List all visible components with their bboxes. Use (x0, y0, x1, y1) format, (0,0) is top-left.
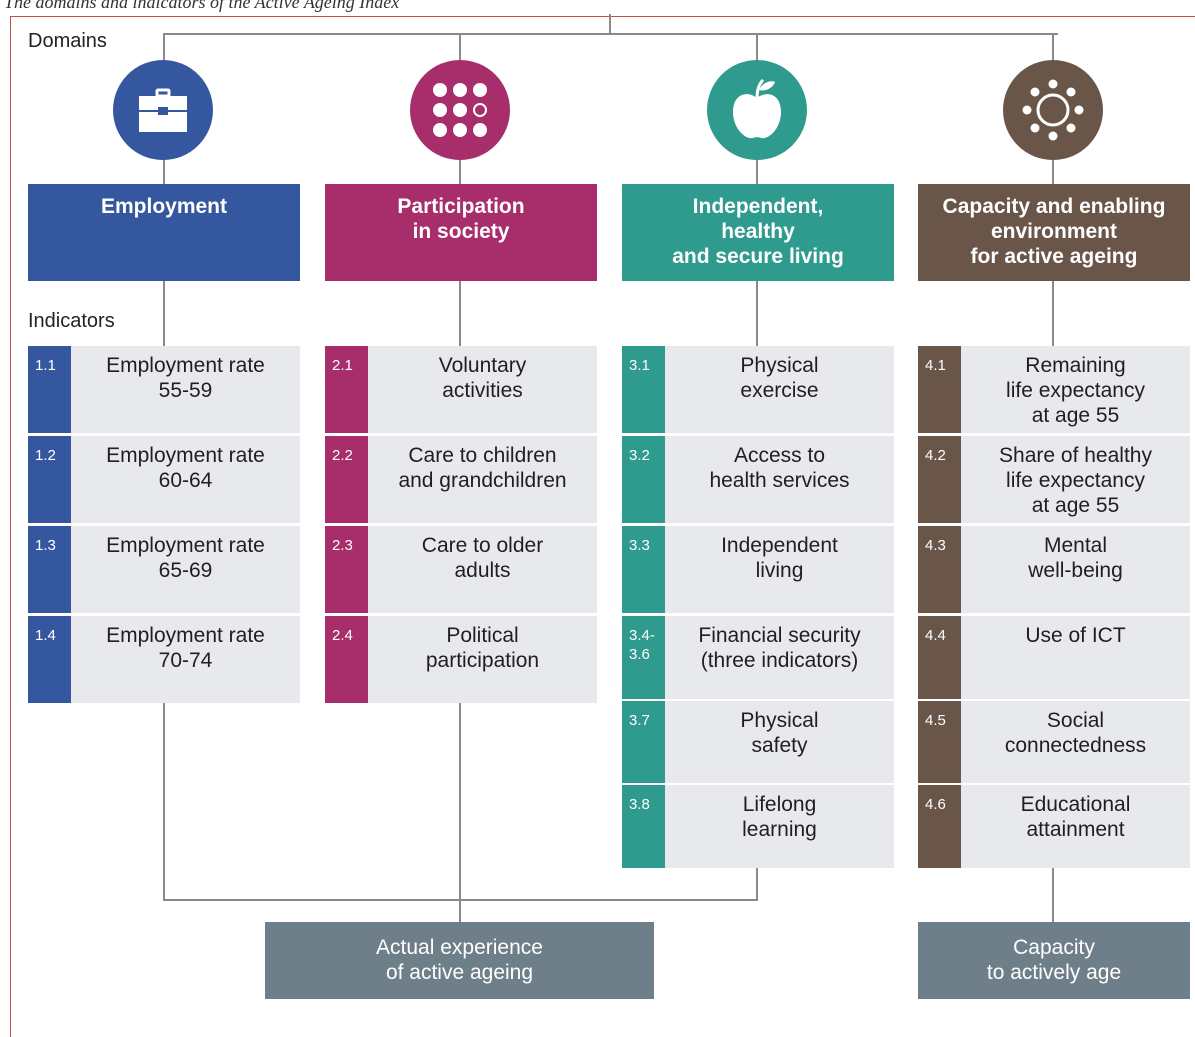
indicator-code: 3.3 (622, 526, 665, 613)
indicator-1-1: 1.1 Employment rate 55-59 (28, 346, 300, 433)
domain-independent-living: Independent, healthy and secure living (622, 184, 894, 281)
figure-frame (10, 16, 1195, 1037)
indicator-code: 4.2 (918, 436, 961, 523)
indicator-code: 4.1 (918, 346, 961, 433)
indicator-name: Share of healthy life expectancy at age … (999, 444, 1152, 517)
indicator-code: 1.2 (28, 436, 71, 523)
apple-icon (707, 60, 807, 160)
indicator-name: Remaining life expectancy at age 55 (1006, 354, 1145, 427)
indicator-code: 2.1 (325, 346, 368, 433)
indicator-code: 1.1 (28, 346, 71, 433)
connector-col3-bottom (756, 868, 758, 901)
indicator-code: 4.5 (918, 701, 961, 783)
indicator-2-2: 2.2 Care to children and grandchildren (325, 436, 597, 523)
indicator-name: Care to older adults (421, 534, 544, 582)
domain-title: Capacity and enabling environment for ac… (942, 195, 1166, 268)
indicator-code: 4.4 (918, 616, 961, 699)
domain-capacity: Capacity and enabling environment for ac… (918, 184, 1190, 281)
domain-title: Independent, healthy and secure living (672, 195, 844, 268)
connector-col1-bottom (163, 701, 165, 901)
indicator-name: Use of ICT (1025, 624, 1126, 647)
indicator-code: 2.3 (325, 526, 368, 613)
domain-title: Employment (100, 195, 228, 218)
connector-top-bar (163, 33, 1058, 35)
indicator-name: Educational attainment (1020, 793, 1131, 841)
indicator-code: 3.4- 3.6 (622, 616, 665, 699)
indicators-label: Indicators (28, 310, 115, 332)
domain-employment: Employment (28, 184, 300, 281)
indicator-code: 2.4 (325, 616, 368, 703)
outcome-capacity: Capacity to actively age (918, 922, 1190, 999)
briefcase-icon (113, 60, 213, 160)
indicator-3-8: 3.8 Lifelong learning (622, 785, 894, 868)
figure-caption: The domains and indicators of the Active… (4, 0, 400, 12)
connector-top-stem (609, 14, 611, 34)
indicator-3-1: 3.1 Physical exercise (622, 346, 894, 433)
indicator-3-2: 3.2 Access to health services (622, 436, 894, 523)
indicator-code: 3.2 (622, 436, 665, 523)
indicator-name: Independent living (721, 534, 838, 582)
indicator-code: 3.1 (622, 346, 665, 433)
outcome-actual-experience: Actual experience of active ageing (265, 922, 654, 999)
connector-col1-mid (163, 281, 165, 346)
indicator-code: 3.7 (622, 701, 665, 783)
indicator-name: Access to health services (709, 444, 850, 492)
indicator-name: Financial security (three indicators) (698, 624, 861, 672)
indicator-4-6: 4.6 Educational attainment (918, 785, 1190, 868)
indicator-name: Care to children and grandchildren (398, 444, 567, 492)
connector-col2-bottom (459, 701, 461, 923)
indicator-name: Voluntary activities (438, 354, 527, 402)
indicator-2-1: 2.1 Voluntary activities (325, 346, 597, 433)
indicator-code: 1.4 (28, 616, 71, 703)
indicator-code: 4.3 (918, 526, 961, 613)
indicator-3-3: 3.3 Independent living (622, 526, 894, 613)
indicator-name: Physical safety (740, 709, 819, 757)
indicator-4-4: 4.4 Use of ICT (918, 616, 1190, 699)
indicator-4-2: 4.2 Share of healthy life expectancy at … (918, 436, 1190, 523)
indicator-1-4: 1.4 Employment rate 70-74 (28, 616, 300, 703)
dots-grid-icon (410, 60, 510, 160)
indicator-name: Employment rate 70-74 (106, 624, 265, 672)
indicator-code: 2.2 (325, 436, 368, 523)
connector-col2-mid (459, 281, 461, 346)
indicator-code: 3.8 (622, 785, 665, 868)
indicator-name: Employment rate 65-69 (106, 534, 265, 582)
indicator-name: Employment rate 60-64 (106, 444, 265, 492)
connector-col4-bottom (1052, 868, 1054, 923)
domains-label: Domains (28, 30, 107, 52)
indicator-3-4-6: 3.4- 3.6 Financial security (three indic… (622, 616, 894, 699)
connector-col4-mid (1052, 281, 1054, 346)
indicator-name: Political participation (425, 624, 540, 672)
indicator-1-2: 1.2 Employment rate 60-64 (28, 436, 300, 523)
indicator-2-4: 2.4 Political participation (325, 616, 597, 703)
connector-join-bar (163, 899, 758, 901)
connector-col3-mid (756, 281, 758, 346)
indicator-name: Mental well-being (1028, 534, 1123, 582)
indicator-1-3: 1.3 Employment rate 65-69 (28, 526, 300, 613)
indicator-4-3: 4.3 Mental well-being (918, 526, 1190, 613)
indicator-code: 1.3 (28, 526, 71, 613)
indicator-4-1: 4.1 Remaining life expectancy at age 55 (918, 346, 1190, 433)
sun-dots-icon (1003, 60, 1103, 160)
indicator-name: Social connectedness (1004, 709, 1147, 757)
domain-participation: Participation in society (325, 184, 597, 281)
indicator-2-3: 2.3 Care to older adults (325, 526, 597, 613)
indicator-code: 4.6 (918, 785, 961, 868)
indicator-name: Physical exercise (740, 354, 819, 402)
indicator-4-5: 4.5 Social connectedness (918, 701, 1190, 783)
domain-title: Participation in society (397, 195, 525, 243)
indicator-3-7: 3.7 Physical safety (622, 701, 894, 783)
indicator-name: Employment rate 55-59 (106, 354, 265, 402)
indicator-name: Lifelong learning (742, 793, 817, 841)
